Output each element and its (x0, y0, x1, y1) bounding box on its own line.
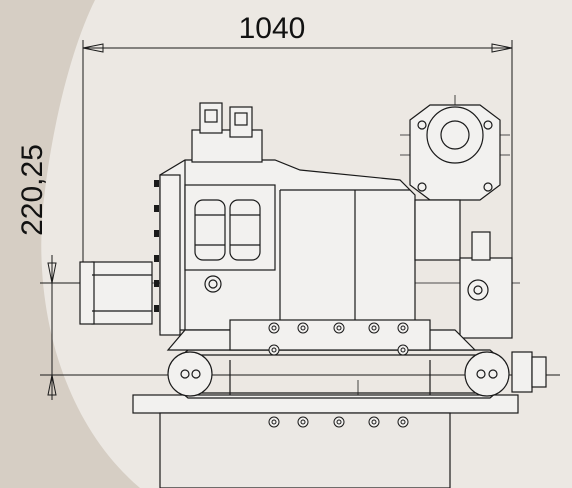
coupling (511, 351, 533, 393)
side-bolts (154, 180, 159, 312)
bolt-row-upper (268, 322, 409, 356)
bolt-row-lower (268, 416, 409, 428)
track-wheel-right (464, 351, 510, 397)
drive-shaft (91, 261, 153, 325)
gearbox (459, 257, 513, 339)
machine-assembly (79, 102, 547, 488)
dimension-length-label: 1040 (239, 12, 306, 45)
track-wheel-left (167, 351, 213, 397)
dimension-height-label: 220,25 (16, 144, 49, 236)
dimension-overall-length (82, 40, 513, 300)
housing-side-panel (159, 174, 181, 336)
